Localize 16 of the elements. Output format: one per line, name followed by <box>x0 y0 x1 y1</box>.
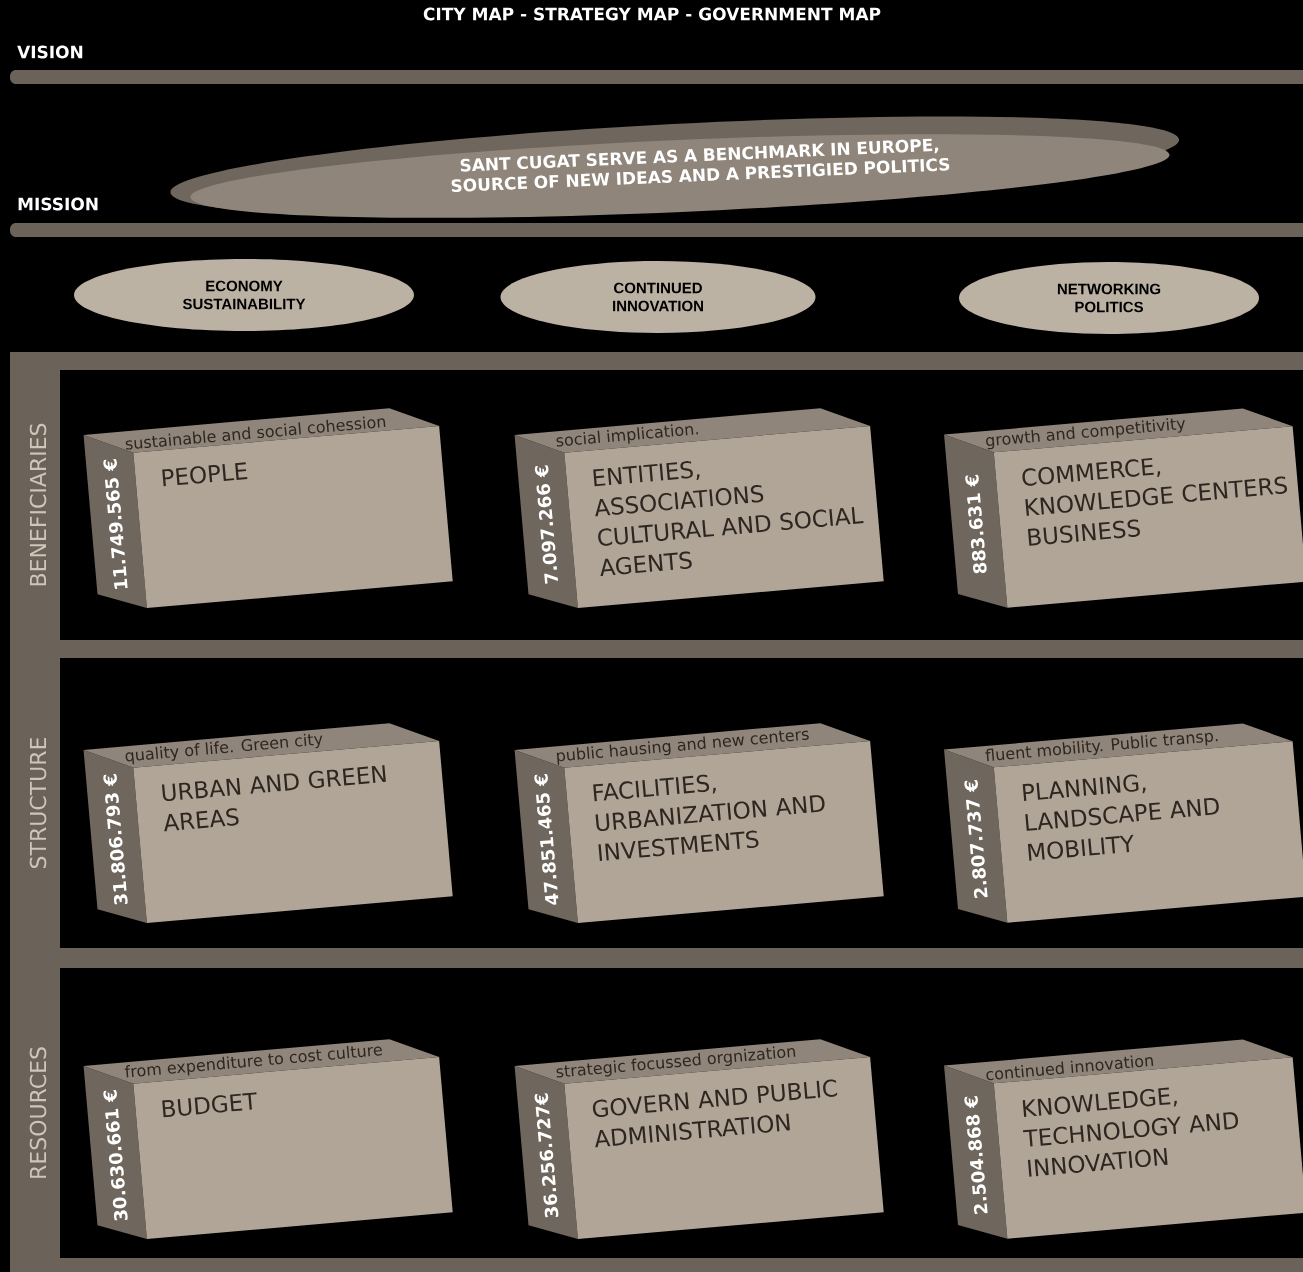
section-label: VISION <box>17 45 83 59</box>
row-label: STRUCTURE <box>29 737 47 868</box>
row-label: RESOURCES <box>29 1047 47 1178</box>
amount-label: 11.749.565 € <box>103 459 128 590</box>
amount-label: 883.631 € <box>965 474 987 574</box>
section-label: MISSION <box>18 197 98 211</box>
amount-label: 30.630.661 € <box>103 1090 128 1221</box>
mission-text: SANT CUGAT SERVE AS A BENCHMARK IN EUROPE, SOURCE OF NEW IDEAS AND A PRESTIGIED POLITICS <box>451 138 950 193</box>
amount-label: 7.097.266 € <box>534 465 559 584</box>
amount-label: 36.256.727€ <box>534 1093 559 1218</box>
amount-label: 31.806.793 € <box>103 774 128 905</box>
row-label: BENEFICIARIES <box>29 423 47 586</box>
title: CITY MAP - STRATEGY MAP - GOVERNMENT MAP <box>423 7 881 21</box>
amount-label: 2.504.868 € <box>964 1096 988 1215</box>
amount-label: 47.851.465 € <box>534 774 559 905</box>
amount-label: 2.807.737 € <box>964 780 988 899</box>
